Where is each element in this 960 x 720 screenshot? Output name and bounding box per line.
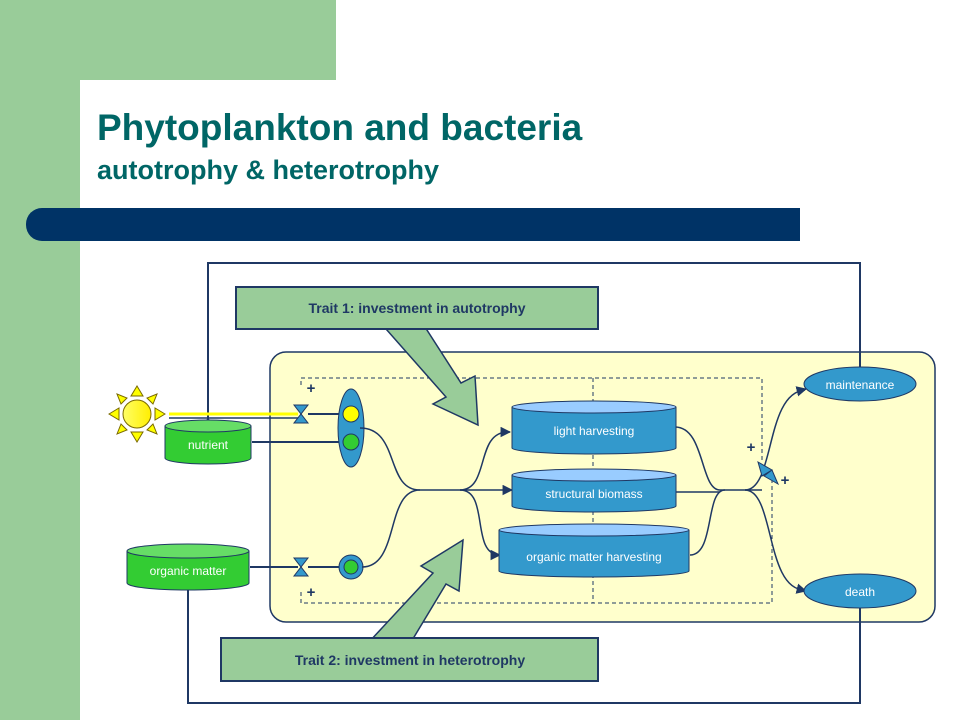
sun-icon	[108, 385, 166, 443]
plus-sign: +	[781, 472, 790, 489]
organic-matter-harvesting-pool: organic matter harvesting	[498, 523, 690, 578]
light-harvesting-label: light harvesting	[554, 424, 635, 438]
plus-sign: +	[747, 439, 756, 456]
trait1-box: Trait 1: investment in autotrophy	[235, 286, 599, 330]
maintenance-node: maintenance	[803, 366, 917, 402]
heterotrophy-uptake-site	[338, 554, 364, 580]
valve-icon-loss	[757, 460, 780, 486]
trait2-box: Trait 2: investment in heterotrophy	[220, 637, 599, 682]
top-green-band	[0, 0, 336, 80]
trait1-label: Trait 1: investment in autotrophy	[308, 300, 525, 316]
sidebar-green-bar	[0, 0, 80, 720]
organic-matter-label: organic matter	[150, 564, 227, 578]
feedback-line-bottom	[181, 577, 861, 704]
trait2-label: Trait 2: investment in heterotrophy	[295, 652, 525, 668]
structural-biomass-label: structural biomass	[545, 487, 642, 501]
structural-biomass-pool: structural biomass	[511, 468, 677, 513]
valve-icon-organic	[292, 557, 310, 577]
organic-matter-harvesting-label: organic matter harvesting	[526, 550, 661, 564]
nutrient-label: nutrient	[188, 438, 229, 452]
death-label: death	[845, 585, 875, 599]
title-underline-bar	[26, 208, 800, 241]
organic-matter-pool: organic matter	[126, 543, 250, 591]
valve-icon-light	[292, 404, 310, 424]
nutrient-pool: nutrient	[164, 419, 252, 465]
maintenance-label: maintenance	[826, 378, 895, 392]
light-harvesting-pool: light harvesting	[511, 400, 677, 455]
internal-flow-lines	[359, 389, 806, 591]
death-node: death	[803, 573, 917, 609]
rounded-corner	[80, 80, 200, 200]
autotrophy-uptake-site	[337, 388, 365, 468]
page-title: Phytoplankton and bacteria	[97, 107, 583, 148]
page-subtitle: autotrophy & heterotrophy	[97, 155, 439, 185]
plus-sign: +	[307, 584, 316, 601]
feedback-line-top	[201, 262, 861, 431]
plus-sign: +	[307, 380, 316, 397]
